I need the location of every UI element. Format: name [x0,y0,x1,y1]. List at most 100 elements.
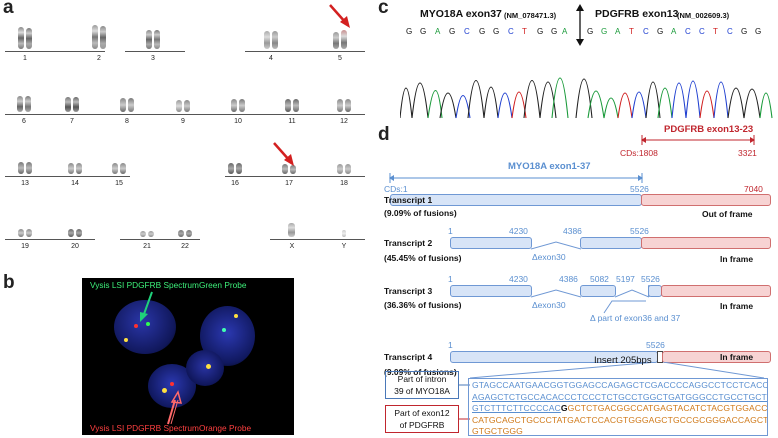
fish-signal-yellow-2 [234,314,238,318]
transcript-1-frame-status: Out of frame [702,209,753,219]
chromosome-9b [184,100,190,112]
chromosome-11b [293,99,299,112]
chr-label-21: 21 [143,243,151,250]
sequence-intron-line1: GTAGCCAATGAACGGTGGAGCCAGAGCTCGACCCCAGGCC… [472,380,768,390]
fish-signal-red-2 [170,382,174,386]
chr-label-11: 11 [288,118,296,125]
chr-label-3: 3 [151,55,155,62]
transcript-3-myo18a-bar-b [580,285,616,297]
transcript-2-splice-line [531,241,581,250]
base-call-17: G [657,27,664,36]
fish-signal-green-2 [222,328,226,332]
transcript-4: 1 5526 Transcript 4 (9.09% of fusions) I… [384,340,776,377]
fish-signal-yellow-3 [206,364,211,369]
intron-label-line2: 39 of MYO18A [394,386,450,396]
transcript-3-pos-4386: 4386 [559,274,578,284]
fish-image: Vysis LSI PDGFRB SpectrumGreen Probe Vys… [82,278,294,435]
pdgfrb-exon-range-title: PDGFRB exon13-23 [664,124,754,135]
transcript-2-pos-4386: 4386 [563,226,582,236]
chr-label-22: 22 [181,243,189,250]
chromosome-14b [76,163,82,174]
chromosome-12 [337,99,343,112]
base-call-21: T [713,27,718,36]
transcript-4-percent: (9.09% of fusions) [384,367,457,377]
chr-label-12: 12 [340,118,348,125]
fish-orange-probe-label: Vysis LSI PDGFRB SpectrumOrange Probe [90,423,252,433]
exon12-label-line1: Part of exon12 [394,408,450,418]
transcript-1-pdgfrb-bar [641,194,771,206]
chr-label-y: Y [341,243,347,250]
chr-label-19: 19 [21,243,29,250]
karyotype-row3-line-b [225,176,365,177]
chromosome-16 [228,163,234,174]
exon12-label-box: Part of exon12 of PDGFRB [385,405,459,433]
chromosome-20 [68,229,74,237]
transcript-3-pdgfrb-bar [661,285,771,297]
myo18a-exon-range-title: MYO18A exon1-37 [508,161,591,172]
base-call-15: T [629,27,634,36]
panel-c-label: c [378,0,389,18]
fish-signal-yellow-1 [124,338,128,342]
chr-label-5: 5 [338,55,342,62]
transcript-3-frame-status: In frame [720,301,754,311]
transcript-2-name: Transcript 2 [384,238,433,248]
transcript-2-pos-4230: 4230 [509,226,528,236]
base-call-11: A [562,27,568,36]
chromosome-17b [290,165,296,174]
chromosome-2 [92,25,98,49]
chromosome-7b [73,97,79,112]
fish-nucleus-4 [186,350,224,386]
sequence-exon-line2: GTGCTGGG [472,426,523,436]
pdgfrb-cds-start-label: CDs:1808 [620,148,658,158]
chr-label-17: 17 [285,180,293,187]
chr-label-14: 14 [71,180,79,187]
transcript-2-myo18a-bar-b [580,237,642,249]
chromosome-20b [76,229,82,237]
chromosome-15 [112,163,118,174]
chromosome-10 [231,99,237,112]
base-call-23: G [741,27,748,36]
transcript-2-percent: (45.45% of fusions) [384,253,462,263]
transcript-3-partial-deletion-label: Δ part of exon36 and 37 [590,313,681,323]
pdgfrb-accession: (NM_002609.3) [677,11,730,20]
karyotype-row2-line [5,114,365,115]
fish-green-probe-label: Vysis LSI PDGFRB SpectrumGreen Probe [90,280,247,290]
base-call-22: C [727,27,733,36]
transcript-2-pdgfrb-bar [641,237,771,249]
karyotype-row1-line [5,51,105,52]
chromosome-16b [236,163,242,174]
base-call-14: A [615,27,621,36]
transcript-2-frame-status: In frame [720,254,754,264]
chromatogram-header: MYO18A exon37 (NM_078471.3) PDGFRB exon1… [400,8,770,22]
insert-size-label: Insert 205bps [594,355,652,366]
base-call-10: G [551,27,558,36]
transcript-4-pos-5526: 5526 [646,340,665,350]
chr-label-13: 13 [21,180,29,187]
chromosome-x [288,223,295,237]
pdgfrb-exon13-label: PDGFRB exon13 [595,8,679,20]
chromosome-18 [337,164,343,174]
chr-label-2: 2 [97,55,101,62]
chromosome-17 [282,164,288,174]
chromosome-21 [140,231,146,237]
myo18a-exon37-label: MYO18A exon37 [420,8,502,20]
chr-label-18: 18 [340,180,348,187]
chromosome-1b [26,28,32,49]
transcript-1-percent: (9.09% of fusions) [384,208,457,218]
chromosome-8 [120,98,126,112]
transcript-2: 1 4230 4386 5526 Transcript 2 (45.45% of… [384,226,776,270]
transcript-1-pos-5526: 5526 [630,184,649,194]
transcript-1-pos-7040: 7040 [744,184,763,194]
sequence-junction-line: GTCTTTCTTCCCCACGGCTCTGACGGCCATGAGTACATCT… [472,403,767,415]
base-call-3: G [449,27,456,36]
chr-label-6: 6 [22,118,26,125]
chromosome-15b [120,163,126,174]
karyotype-row4-line-c [270,239,365,240]
sequence-junction-orange: GCTCTGACGGCCATGAGTACATCTACGTGGACCC [567,403,768,413]
transcript-4-pdgfrb-bar [662,351,771,363]
base-call-24: G [755,27,762,36]
base-calls-row: G G A G C G G C T G G A G G A T C G A C … [402,27,772,39]
base-call-20: C [699,27,705,36]
transcript-3-splice-line-b [615,289,649,298]
chromosome-10b [239,99,245,112]
